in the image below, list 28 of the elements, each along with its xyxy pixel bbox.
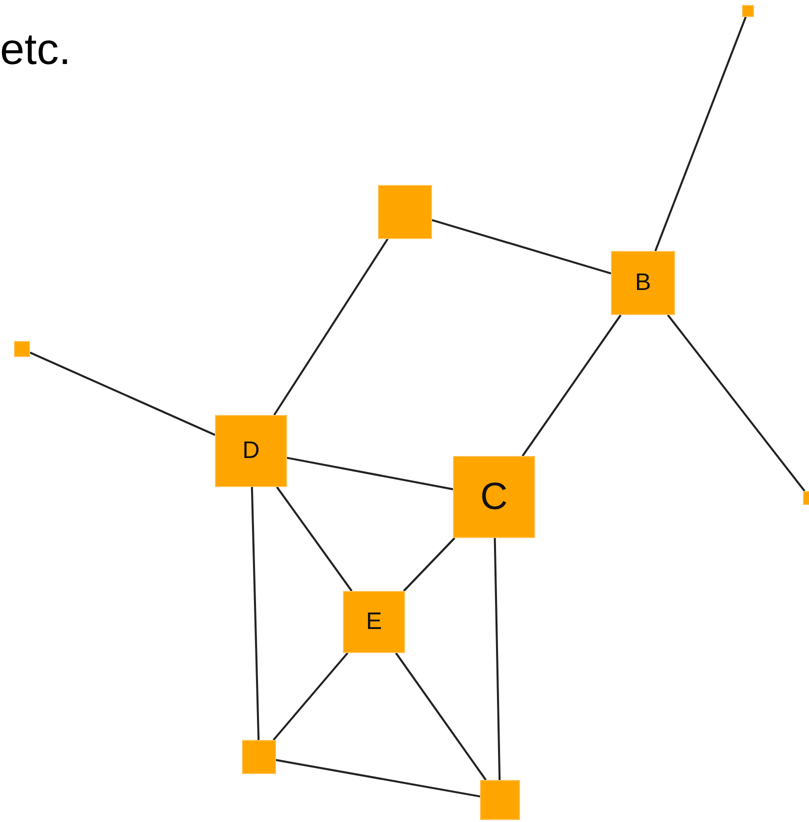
note-text: etc. bbox=[0, 28, 71, 72]
graph-node bbox=[215, 415, 287, 487]
node-label: D bbox=[242, 439, 260, 463]
graph-node bbox=[14, 341, 30, 357]
connector-line bbox=[276, 486, 353, 592]
graph-node bbox=[453, 456, 535, 538]
connector-line bbox=[273, 238, 388, 416]
connector-line bbox=[272, 652, 348, 741]
connector-line bbox=[250, 486, 260, 740]
node-label: B bbox=[634, 271, 651, 295]
graph-node bbox=[742, 5, 754, 17]
graph-node bbox=[242, 740, 276, 774]
connector-line bbox=[403, 537, 456, 592]
connector-line bbox=[667, 314, 806, 492]
connector-line bbox=[654, 16, 747, 252]
node-label: E bbox=[366, 610, 382, 634]
connector-line bbox=[30, 352, 216, 436]
connector-line bbox=[494, 538, 501, 780]
graph-node bbox=[480, 780, 520, 820]
graph-node bbox=[343, 591, 405, 653]
connector-line bbox=[395, 652, 487, 781]
graph-node bbox=[378, 185, 432, 239]
connector-line bbox=[276, 759, 480, 798]
node-label: C bbox=[480, 478, 508, 516]
connector-line bbox=[432, 219, 612, 274]
connector-line bbox=[522, 314, 622, 457]
graph-node bbox=[611, 251, 675, 315]
connector-line bbox=[286, 456, 454, 490]
